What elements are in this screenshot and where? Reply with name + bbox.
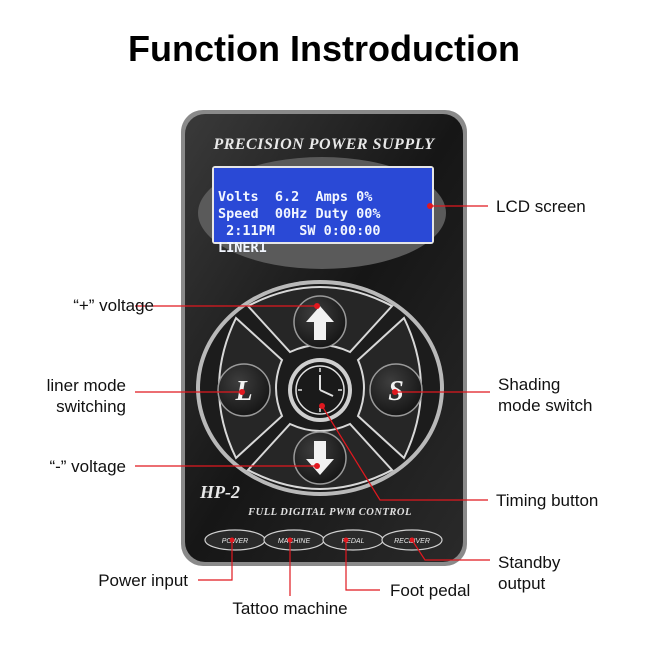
power-port-label: POWER: [222, 538, 248, 545]
clock-icon: [298, 368, 342, 412]
callout-liner-mode-line2: switching: [56, 397, 126, 416]
lcd-line-3: 2:11PM SW 0:00:00: [218, 223, 381, 239]
brand-label: PRECISION POWER SUPPLY: [212, 136, 435, 153]
callout-lines: [135, 205, 490, 596]
callout-standby-output: Standby output: [498, 552, 560, 594]
lcd-line-4: LINER1: [218, 240, 267, 256]
callout-standby-line1: Standby: [498, 553, 561, 572]
callout-minus-voltage: “-” voltage: [49, 457, 126, 476]
callout-shading-line1: Shading: [498, 375, 561, 394]
pedal-port-label: PEDAL: [342, 538, 365, 545]
page-title: Function Instroduction: [128, 28, 520, 69]
callout-lcd-screen: LCD screen: [496, 197, 586, 216]
callout-power-input: Power input: [98, 571, 188, 590]
machine-port-label: MACHINE: [278, 538, 311, 545]
callout-tattoo-machine: Tattoo machine: [232, 599, 348, 618]
callout-foot-pedal: Foot pedal: [390, 581, 471, 600]
lcd-line-2: Speed 00Hz Duty 00%: [218, 206, 381, 222]
callout-liner-mode: liner mode switching: [10, 375, 126, 417]
callout-liner-mode-line1: liner mode: [46, 376, 126, 395]
callout-plus-voltage: “+” voltage: [73, 296, 154, 315]
pwm-label: FULL DIGITAL PWM CONTROL: [247, 507, 412, 518]
lcd-screen: [214, 168, 432, 242]
arrow-up-icon: [306, 306, 334, 340]
callout-shading-line2: mode switch: [498, 396, 593, 415]
callout-shading-mode: Shading mode switch: [498, 374, 592, 416]
lcd-line-1: Volts 6.2 Amps 0%: [218, 189, 373, 205]
model-label: HP-2: [199, 482, 240, 502]
callout-dots: [229, 203, 433, 543]
callout-timing-button: Timing button: [496, 491, 599, 510]
callout-standby-line2: output: [498, 574, 546, 593]
lcd-text: Volts 6.2 Amps 0%Speed 00Hz Duty 00% 2:1…: [218, 172, 430, 256]
